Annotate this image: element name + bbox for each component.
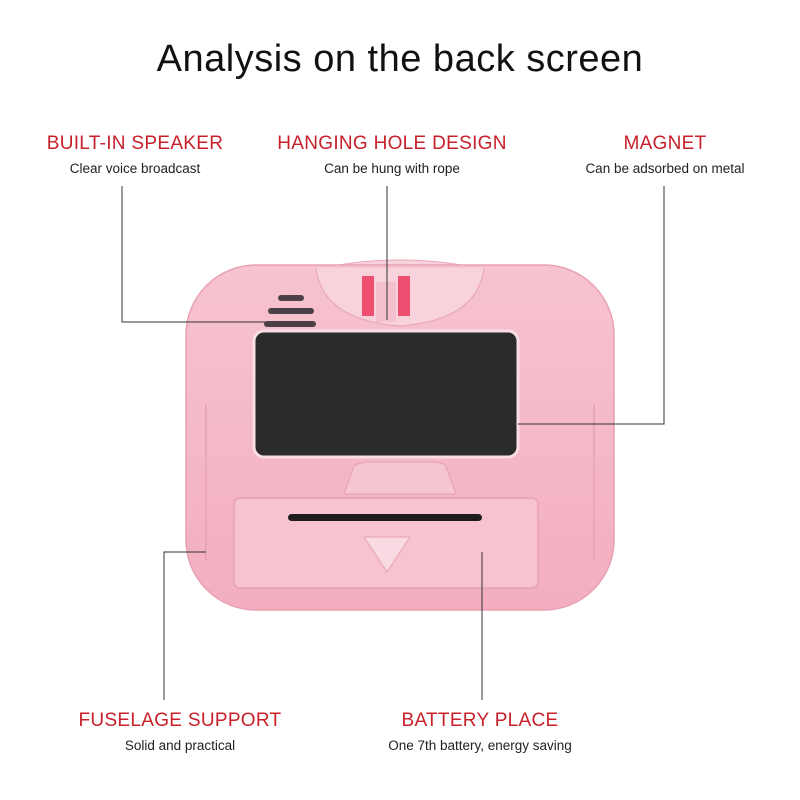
kickstand-notch: [343, 461, 457, 495]
leader-line-fuselage: [163, 551, 206, 700]
label-magnet: MAGNET Can be adsorbed on metal: [555, 133, 775, 176]
page-title: Analysis on the back screen: [156, 38, 644, 80]
hanging-hole-bar: [376, 282, 396, 322]
leader-line-speaker: [121, 186, 266, 323]
label-battery-place: BATTERY PLACE One 7th battery, energy sa…: [340, 710, 620, 753]
triangle-arrow-icon: [362, 536, 412, 574]
label-built-in-speaker: BUILT-IN SPEAKER Clear voice broadcast: [20, 133, 250, 176]
label-description: Can be hung with rope: [324, 161, 460, 176]
battery-cover-slot: [288, 514, 482, 521]
label-heading: MAGNET: [623, 133, 707, 154]
leader-line-magnet: [518, 186, 665, 425]
magnet-screen: [252, 329, 520, 459]
label-heading: HANGING HOLE DESIGN: [277, 133, 507, 154]
label-description: Clear voice broadcast: [69, 161, 201, 176]
label-heading: BUILT-IN SPEAKER: [46, 133, 224, 154]
label-description: One 7th battery, energy saving: [388, 738, 572, 753]
speaker-slot-2: [268, 308, 314, 314]
label-heading: FUSELAGE SUPPORT: [78, 710, 282, 731]
label-fuselage-support: FUSELAGE SUPPORT Solid and practical: [50, 710, 310, 753]
label-description: Solid and practical: [124, 738, 236, 753]
label-hanging-hole: HANGING HOLE DESIGN Can be hung with rop…: [252, 133, 532, 176]
speaker-slot-3: [264, 321, 316, 327]
label-heading: BATTERY PLACE: [401, 710, 559, 731]
hanging-hole-right: [398, 276, 410, 316]
speaker-slot-1: [278, 295, 304, 301]
label-description: Can be adsorbed on metal: [585, 161, 745, 176]
hanging-hole-left: [362, 276, 374, 316]
